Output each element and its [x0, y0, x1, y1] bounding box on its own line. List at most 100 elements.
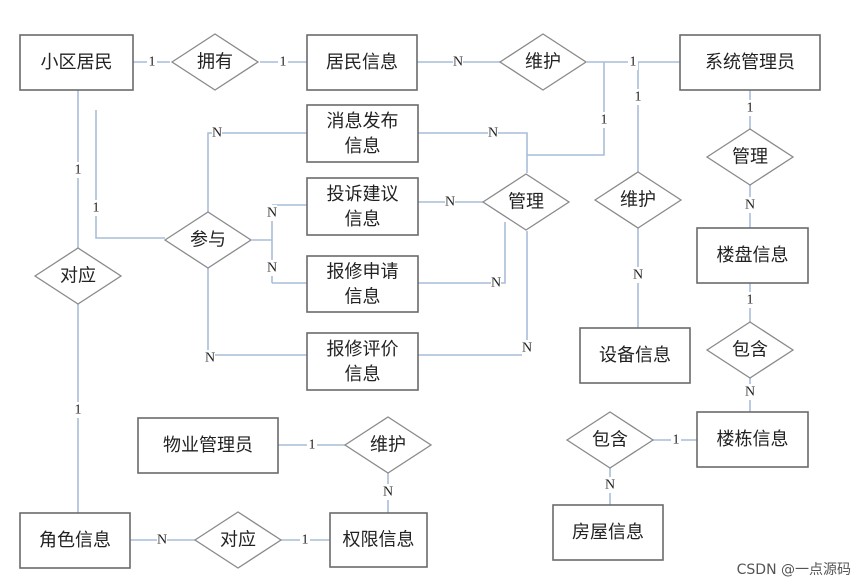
cardinality-label: N — [522, 341, 532, 356]
cardinality-label: 1 — [280, 55, 287, 70]
relationship-diamond — [163, 211, 253, 269]
relationship-manage-estate: 管理 — [705, 128, 795, 186]
relationship-diamond — [565, 411, 655, 469]
cardinality-label: N — [491, 276, 501, 291]
entity-label: 信息 — [345, 364, 381, 385]
relationship-label: 包含 — [592, 430, 628, 451]
relationship-correspond-role: 对应 — [33, 247, 123, 305]
relationship-label: 拥有 — [197, 52, 233, 73]
entity-label: 系统管理员 — [705, 52, 795, 73]
relationship-manage-mid: 管理 — [481, 173, 571, 231]
entity-box — [579, 327, 691, 384]
entity-box — [19, 512, 131, 569]
cardinality-label: N — [745, 198, 755, 213]
entity-box — [137, 417, 279, 474]
entity-label: 信息 — [345, 136, 381, 157]
relationship-maintain-permission: 维护 — [343, 416, 433, 474]
entity-role-info: 角色信息 — [19, 512, 131, 569]
relationship-contain-house: 包含 — [565, 411, 655, 469]
relationship-label: 维护 — [620, 190, 656, 211]
relationship-diamond — [343, 416, 433, 474]
cardinality-label: 1 — [75, 163, 82, 178]
cardinality-label: N — [605, 478, 615, 493]
cardinality-label: 1 — [673, 433, 680, 448]
entity-label: 信息 — [345, 209, 381, 230]
relationship-diamond — [593, 171, 683, 229]
cardinality-label: 1 — [302, 533, 309, 548]
relationship-label: 包含 — [732, 340, 768, 361]
cardinality-label: N — [488, 126, 498, 141]
entity-box — [306, 34, 418, 91]
entity-label: 物业管理员 — [163, 435, 253, 456]
entity-box — [19, 34, 134, 91]
entity-label: 居民信息 — [326, 52, 398, 73]
entity-sys-admin: 系统管理员 — [679, 34, 821, 91]
cardinality-label: N — [267, 261, 277, 276]
entity-label: 角色信息 — [39, 530, 111, 551]
entity-estate-info: 楼盘信息 — [696, 227, 809, 284]
entity-label: 消息发布 — [327, 111, 399, 132]
cardinality-label: 1 — [149, 55, 156, 70]
entity-box — [329, 512, 428, 568]
relationship-label: 维护 — [370, 435, 406, 456]
relationship-label: 对应 — [220, 530, 256, 551]
entity-label: 设备信息 — [599, 345, 671, 366]
relationship-label: 管理 — [508, 192, 544, 213]
relationship-label: 管理 — [732, 147, 768, 168]
cardinality-label: N — [745, 385, 755, 400]
cardinality-label: 1 — [747, 293, 754, 308]
entity-label: 报修申请 — [327, 262, 399, 283]
relationship-maintain-top: 维护 — [498, 33, 588, 91]
entity-resident: 小区居民 — [19, 34, 134, 91]
cardinality-label: 1 — [93, 201, 100, 216]
entity-label: 投诉建议 — [327, 184, 399, 205]
relationship-label: 参与 — [190, 230, 226, 251]
relationship-label: 对应 — [60, 266, 96, 287]
cardinality-label: N — [383, 485, 393, 500]
entity-label: 权限信息 — [343, 530, 415, 551]
cardinality-label: N — [453, 55, 463, 70]
entity-box — [552, 504, 664, 561]
entity-box — [679, 34, 821, 91]
entity-box — [696, 411, 809, 468]
entity-box — [306, 332, 419, 391]
entity-equipment-info: 设备信息 — [579, 327, 691, 384]
entity-building-info: 楼栋信息 — [696, 411, 809, 468]
relationship-correspond-permission: 对应 — [193, 511, 283, 569]
cardinality-label: N — [157, 533, 167, 548]
entity-label: 信息 — [345, 287, 381, 308]
cardinality-label: N — [205, 351, 215, 366]
entity-box — [306, 177, 419, 236]
relationship-diamond — [498, 33, 588, 91]
relationship-own: 拥有 — [170, 33, 260, 91]
relationship-diamond — [481, 173, 571, 231]
cardinality-label: 1 — [630, 55, 637, 70]
entity-permission-info: 权限信息 — [329, 512, 428, 568]
entity-label: 房屋信息 — [572, 522, 644, 543]
cardinality-label: 1 — [747, 101, 754, 116]
relationship-diamond — [705, 128, 795, 186]
cardinality-label: 1 — [601, 113, 608, 128]
entity-label: 楼盘信息 — [717, 245, 789, 266]
entity-property-admin: 物业管理员 — [137, 417, 279, 474]
entity-box — [696, 227, 809, 284]
entity-label: 小区居民 — [41, 52, 113, 73]
entity-label: 楼栋信息 — [717, 429, 789, 450]
watermark: CSDN @一点源码 — [736, 562, 851, 578]
cardinality-label: N — [267, 206, 277, 221]
relationship-diamond — [705, 321, 795, 379]
cardinality-label: N — [445, 195, 455, 210]
cardinality-label: 1 — [309, 438, 316, 453]
entity-resident-info: 居民信息 — [306, 34, 418, 91]
entity-box — [306, 104, 419, 163]
relationship-diamond — [170, 33, 260, 91]
relationship-diamond — [193, 511, 283, 569]
entity-label: 报修评价 — [327, 339, 399, 360]
entity-box — [306, 255, 419, 313]
relationship-contain-building: 包含 — [705, 321, 795, 379]
